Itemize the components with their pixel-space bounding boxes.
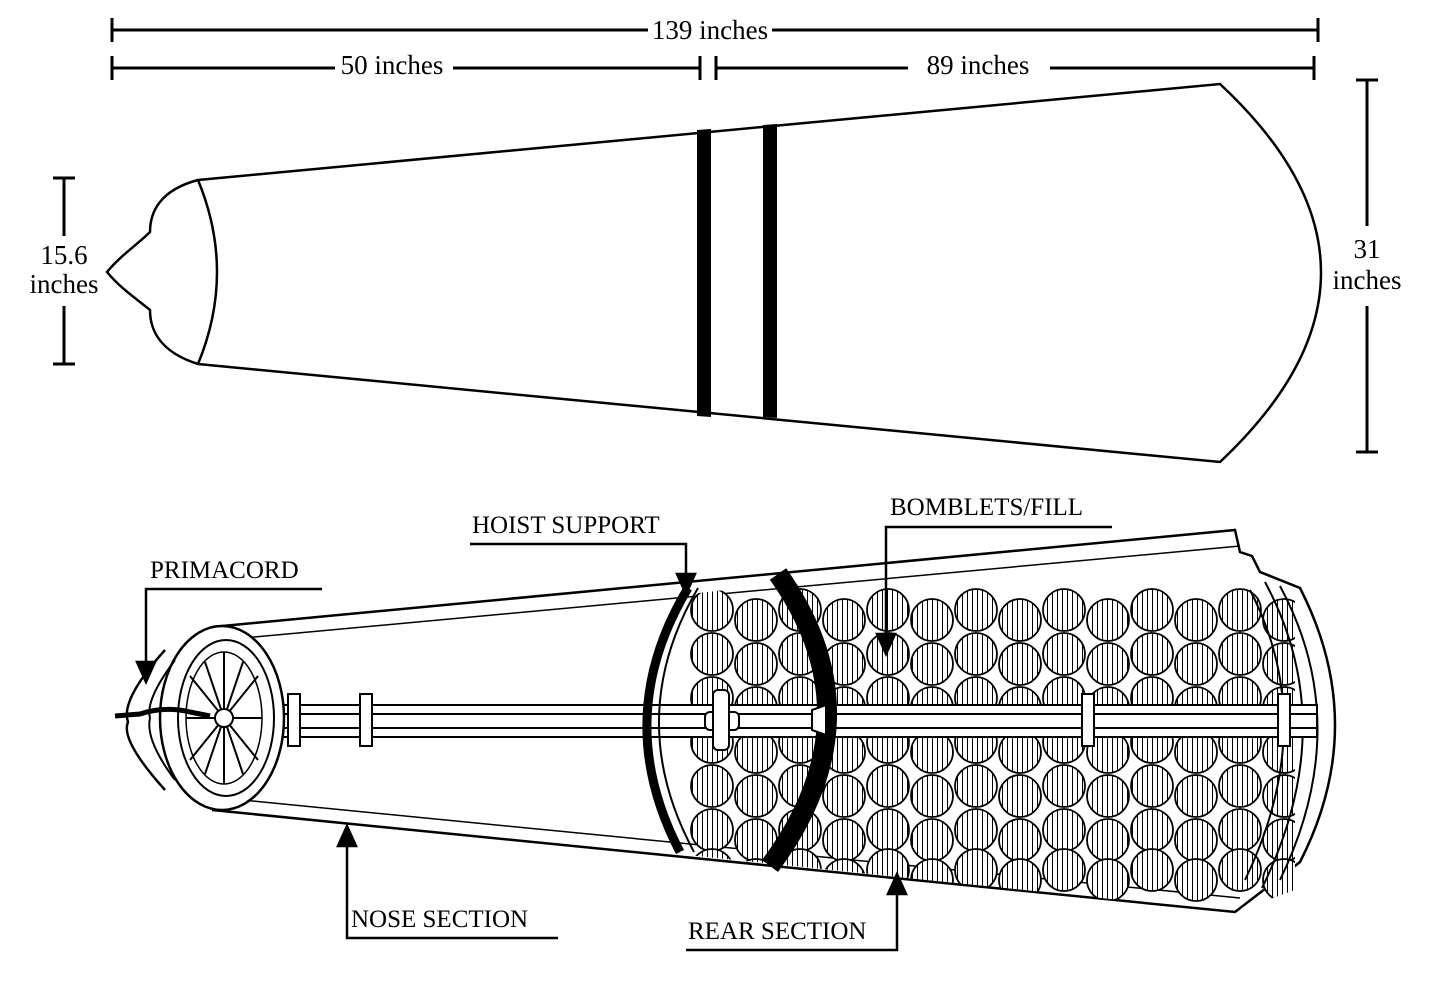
suspension-ring <box>761 568 838 872</box>
dimension-total-label: 139 inches <box>652 15 768 45</box>
bomblet <box>1174 818 1218 862</box>
callout-bomblets-fill-label: BOMBLETS/FILL <box>890 494 1083 521</box>
bomblet <box>734 598 778 642</box>
bomblet <box>1174 858 1218 902</box>
dimension-rear-diameter-unit: inches <box>1333 265 1402 295</box>
bomblet <box>734 642 778 686</box>
suspension-bands <box>697 124 777 418</box>
bomblet <box>690 632 734 676</box>
dimension-nose-diameter-value: 15.6 <box>40 240 87 270</box>
bomblet <box>910 598 954 642</box>
suspension-band-front <box>697 129 711 417</box>
bomblet <box>1218 588 1262 632</box>
bomblet <box>1262 858 1295 902</box>
bomblet <box>1130 588 1174 632</box>
bomblet <box>1130 764 1174 808</box>
bomblet <box>866 588 910 632</box>
bomblet <box>1130 808 1174 852</box>
bomblet <box>1042 808 1086 852</box>
bomblet <box>998 642 1042 686</box>
dimension-rear-diameter-value: 31 <box>1354 234 1381 264</box>
bomblet <box>1130 848 1174 892</box>
bomblet <box>866 808 910 852</box>
bomblet <box>1174 598 1218 642</box>
bomblet <box>998 858 1042 902</box>
callout-hoist-support-label: HOIST SUPPORT <box>472 512 660 539</box>
bomblet <box>1086 818 1130 862</box>
bomblet <box>998 774 1042 818</box>
bomblet <box>1042 764 1086 808</box>
bomblet <box>1218 848 1262 892</box>
bomblet <box>1130 632 1174 676</box>
dimension-rear <box>714 56 1316 80</box>
callout-nose-section-label: NOSE SECTION <box>351 906 528 933</box>
bomblet <box>690 588 734 632</box>
callout-primacord <box>135 587 322 686</box>
bomblet <box>690 808 734 852</box>
nose-fuze <box>125 624 286 812</box>
callout-rear-section-label: REAR SECTION <box>688 918 866 945</box>
dimension-total <box>110 18 1320 42</box>
bomblet <box>822 774 866 818</box>
bomblet <box>954 808 998 852</box>
bomblet <box>1042 588 1086 632</box>
callout-nose-section <box>336 822 558 940</box>
bomblet <box>1262 642 1295 686</box>
bomblet <box>822 598 866 642</box>
bomblet <box>998 598 1042 642</box>
callout-primacord-label: PRIMACORD <box>150 557 299 584</box>
bomblet <box>1086 598 1130 642</box>
dimension-nose <box>110 56 702 80</box>
bomblet <box>1218 808 1262 852</box>
nose-cap-seam <box>196 179 219 365</box>
bomb-outline <box>105 82 1323 464</box>
bomblet <box>1086 642 1130 686</box>
bomblet <box>866 764 910 808</box>
dimension-rear-diameter <box>1356 78 1378 454</box>
bomblet <box>1174 774 1218 818</box>
bomblet <box>1086 774 1130 818</box>
bomblet <box>954 764 998 808</box>
bomblet <box>1218 632 1262 676</box>
bomblet <box>910 818 954 862</box>
dimension-nose-label: 50 inches <box>341 50 444 80</box>
bomblet <box>1218 764 1262 808</box>
bomblet <box>690 764 734 808</box>
bomblet <box>1174 642 1218 686</box>
bomblet <box>910 642 954 686</box>
bomblet <box>690 848 734 892</box>
bomblet <box>910 774 954 818</box>
bomblet <box>954 588 998 632</box>
bomblet <box>954 632 998 676</box>
callout-hoist-support <box>470 542 697 598</box>
bomblet <box>1042 848 1086 892</box>
bomb-exterior-view <box>105 82 1323 464</box>
dimension-nose-diameter <box>53 176 75 366</box>
callout-rear-section <box>686 870 908 952</box>
callout-bomblets-fill <box>875 525 1112 658</box>
dimension-rear-label: 89 inches <box>927 50 1030 80</box>
cutaway-view <box>114 528 1337 914</box>
hoist-support-ring <box>642 585 699 855</box>
bomblet <box>734 774 778 818</box>
bomblet <box>998 818 1042 862</box>
bomblet <box>1042 632 1086 676</box>
suspension-band-rear <box>763 124 777 418</box>
bomblet <box>822 858 866 902</box>
bomblet <box>822 818 866 862</box>
dimension-nose-diameter-unit: inches <box>30 269 99 299</box>
bomblet <box>1086 858 1130 902</box>
central-rod <box>254 689 1318 751</box>
primacord-line <box>114 706 211 719</box>
